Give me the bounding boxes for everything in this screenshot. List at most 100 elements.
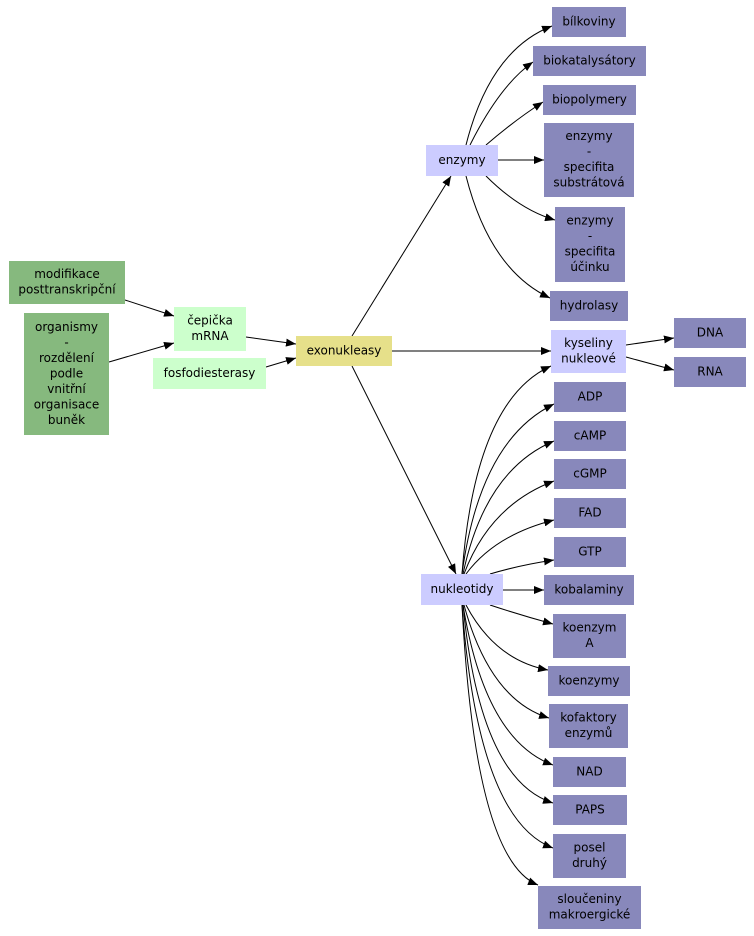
node-biokatalysatory[interactable]: biokatalysátory	[533, 46, 646, 76]
node-modifikace[interactable]: modifikace posttranskripční	[9, 261, 125, 304]
node-box	[554, 382, 626, 412]
node-label: účinku	[570, 260, 609, 274]
node-box	[544, 575, 634, 605]
node-fosfodiesterasy[interactable]: fosfodiesterasy	[153, 358, 266, 389]
node-box	[9, 261, 125, 304]
node-label: A	[585, 636, 594, 650]
node-label: podle	[50, 366, 83, 380]
node-box	[553, 614, 626, 658]
node-label: koenzym	[563, 621, 617, 635]
node-gtp[interactable]: GTP	[554, 537, 626, 567]
edge-exonukleasy-to-enzymy	[351, 175, 452, 337]
node-box	[553, 795, 627, 825]
node-box	[674, 318, 746, 348]
node-label: cAMP	[574, 428, 606, 442]
node-label: nukleové	[561, 352, 616, 366]
edge-nukleotidy-to-adp	[461, 403, 555, 575]
edge-nukleotidy-to-kofaktory	[463, 604, 550, 719]
node-box	[553, 757, 626, 787]
node-label: organismy	[35, 320, 98, 334]
node-organismy[interactable]: organismy-rozdělenípodlevnitřníorganisac…	[24, 313, 109, 435]
node-label: rozdělení	[39, 351, 95, 365]
node-box	[554, 421, 626, 451]
edge-enzymy-to-bilkoviny	[465, 25, 553, 146]
edge-nukleotidy-to-slouceniny	[461, 604, 539, 886]
node-box	[296, 336, 392, 366]
node-label: modifikace	[34, 267, 100, 281]
node-box	[549, 704, 628, 748]
node-fad[interactable]: FAD	[554, 498, 626, 528]
node-enzymy[interactable]: enzymy	[426, 145, 498, 176]
edge-enzymy-to-enz_ucinek	[485, 175, 556, 222]
node-label: biopolymery	[552, 92, 627, 106]
node-label: biokatalysátory	[543, 53, 636, 67]
node-box	[555, 207, 625, 282]
node-label: posel	[574, 841, 606, 855]
node-label: specifita	[565, 245, 616, 259]
edge-nukleotidy-to-gtp	[489, 557, 555, 575]
node-hydrolasy[interactable]: hydrolasy	[550, 291, 628, 321]
node-box	[553, 834, 626, 878]
edge-nukleotidy-to-koenzymy	[465, 604, 549, 673]
node-label: GTP	[578, 544, 601, 558]
node-label: substrátová	[553, 176, 624, 190]
node-paps[interactable]: PAPS	[553, 795, 627, 825]
edge-enzymy-to-biokatalysatory	[469, 61, 534, 146]
node-label: čepička	[187, 314, 233, 328]
node-label: mRNA	[191, 329, 229, 343]
edge-nukleotidy-to-posel	[461, 604, 554, 849]
node-cgmp[interactable]: cGMP	[554, 459, 626, 489]
node-label: NAD	[576, 764, 602, 778]
edges	[108, 25, 675, 886]
node-label: druhý	[572, 856, 607, 870]
edge-nukleotidy-to-cgmp	[463, 480, 555, 575]
node-box	[533, 46, 646, 76]
node-box	[552, 7, 626, 37]
node-label: organisace	[34, 397, 100, 411]
node-label: posttranskripční	[18, 283, 116, 297]
node-nukleotidy[interactable]: nukleotidy	[421, 574, 503, 605]
node-dna[interactable]: DNA	[674, 318, 746, 348]
edge-fosfodiesterasy-to-exonukleasy	[265, 357, 297, 368]
node-label: RNA	[697, 364, 723, 378]
node-box	[426, 145, 498, 176]
node-label: kobalaminy	[554, 582, 623, 596]
node-camp[interactable]: cAMP	[554, 421, 626, 451]
node-biopolymery[interactable]: biopolymery	[543, 85, 636, 115]
node-rna[interactable]: RNA	[674, 357, 746, 387]
edge-exonukleasy-to-nukleotidy	[351, 365, 457, 575]
edge-nukleotidy-to-nad	[462, 604, 554, 766]
node-label: specifita	[564, 160, 615, 174]
node-label: DNA	[697, 325, 724, 339]
node-kobalaminy[interactable]: kobalaminy	[544, 575, 634, 605]
node-label: makroergické	[549, 908, 631, 922]
node-label: cGMP	[573, 466, 607, 480]
node-exonukleasy[interactable]: exonukleasy	[296, 336, 392, 366]
node-label: bílkoviny	[562, 14, 615, 28]
node-label: nukleotidy	[431, 582, 494, 596]
node-label: buněk	[48, 413, 85, 427]
edge-nukleotidy-to-kyseliny	[461, 365, 552, 575]
node-nad[interactable]: NAD	[553, 757, 626, 787]
node-box	[174, 307, 246, 351]
node-box	[538, 886, 641, 929]
node-adp[interactable]: ADP	[554, 382, 626, 412]
node-box	[674, 357, 746, 387]
edge-enzymy-to-hydrolasy	[465, 175, 551, 299]
node-label: exonukleasy	[307, 343, 382, 357]
node-label: kofaktory	[560, 711, 616, 725]
node-koenzymy[interactable]: koenzymy	[548, 666, 630, 696]
node-box	[554, 537, 626, 567]
node-bilkoviny[interactable]: bílkoviny	[552, 7, 626, 37]
node-label: FAD	[578, 505, 601, 519]
node-box	[554, 498, 626, 528]
